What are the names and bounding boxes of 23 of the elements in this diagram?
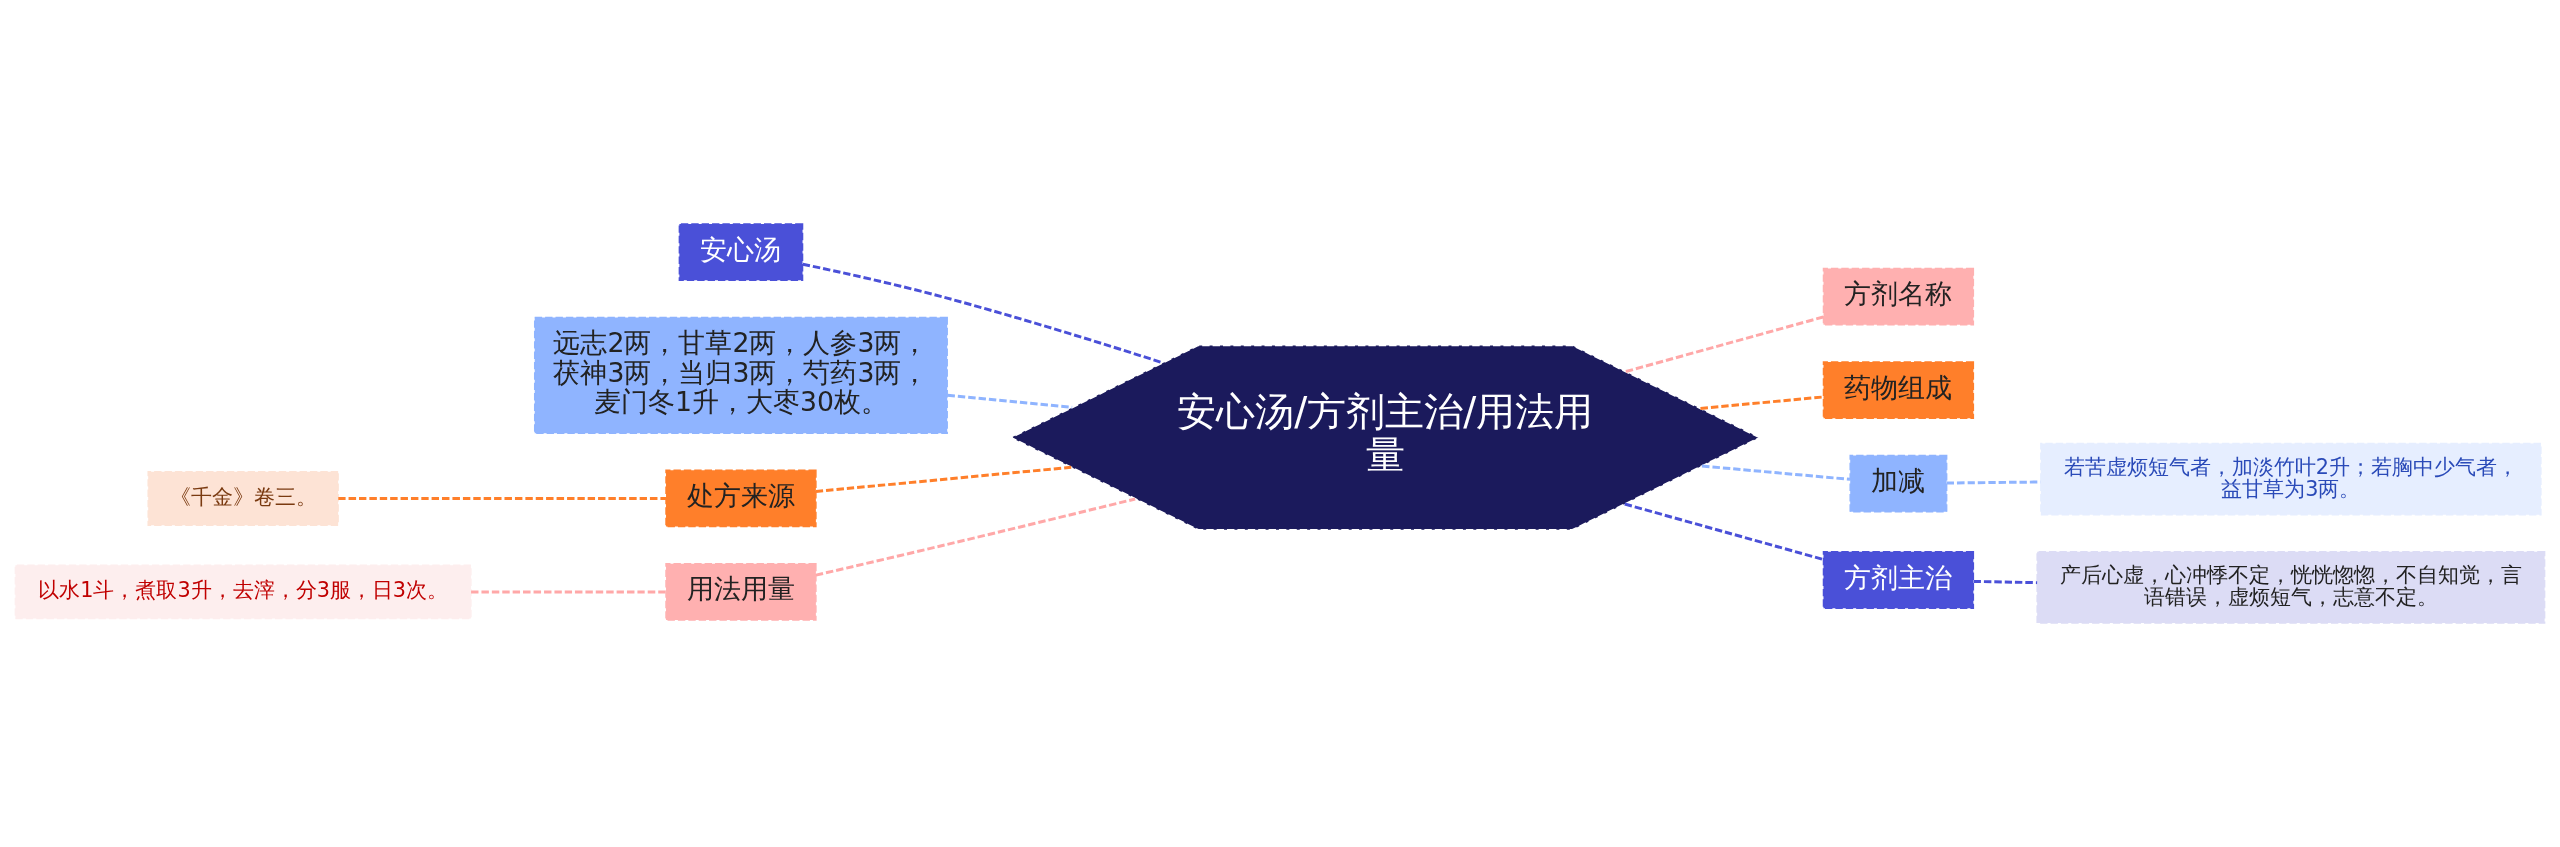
node-box: 药物组成: [1822, 361, 1975, 420]
connector: [815, 497, 1136, 577]
connector: [815, 465, 1072, 493]
connector: [1946, 480, 2041, 485]
node-box: 方剂名称: [1822, 267, 1975, 326]
connector: [1700, 395, 1824, 410]
node-box: 若苦虚烦短气者，加淡竹叶2升；若胸中少气者，益甘草为3两。: [2040, 442, 2542, 516]
node-box: 《千金》卷三。: [147, 471, 339, 526]
node-box: 远志2两，甘草2两，人参3两，茯神3两，当归3两，芍药3两，麦门冬1升，大枣30枚。: [534, 316, 948, 434]
connector: [1625, 315, 1824, 373]
node-box: 方剂主治: [1822, 551, 1975, 609]
connector: [802, 262, 1164, 365]
node-box: 用法用量: [665, 562, 817, 621]
connector: [471, 590, 666, 594]
connector: [338, 496, 666, 500]
node-box: 处方来源: [665, 469, 817, 528]
node-box: 加减: [1849, 454, 1948, 513]
connector: [1973, 579, 2038, 585]
connector: [1701, 464, 1851, 481]
node-box: 安心汤: [678, 223, 804, 282]
node-box: 以水1斗，煮取3升，去滓，分3服，日3次。: [14, 564, 472, 620]
connector: [1624, 502, 1824, 561]
node-box: 产后心虚，心冲悸不定，恍恍惚惚，不自知觉，言语错误，虚烦短气，志意不定。: [2036, 551, 2546, 624]
